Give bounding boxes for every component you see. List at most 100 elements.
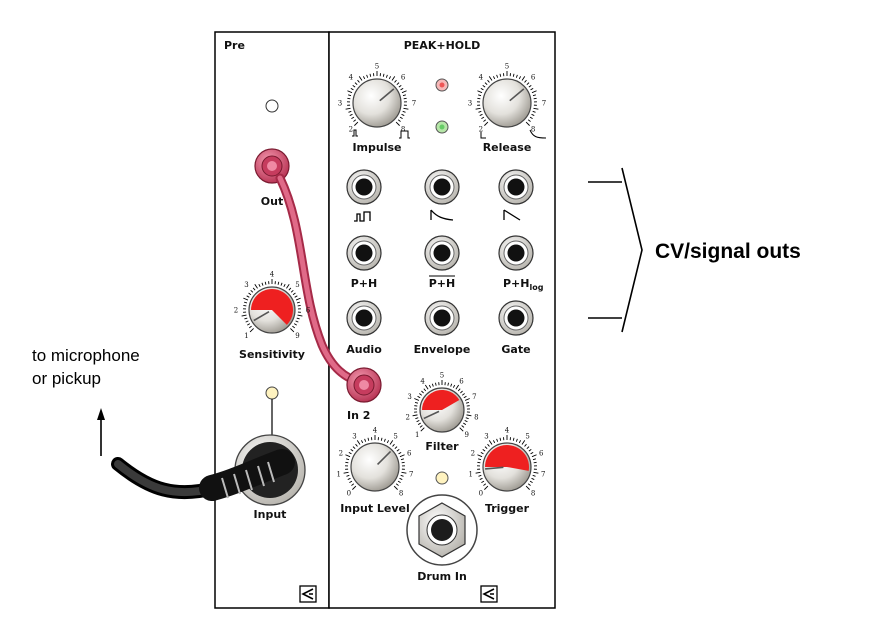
svg-text:9: 9 [465, 431, 469, 439]
in2-jack[interactable] [346, 367, 382, 403]
svg-text:4: 4 [505, 427, 510, 435]
peak-hold-logo-icon [480, 585, 498, 603]
svg-text:3: 3 [484, 433, 488, 441]
envelope-label: Envelope [414, 343, 471, 356]
output-jack-ramp[interactable] [498, 169, 534, 205]
svg-text:1: 1 [415, 431, 419, 439]
svg-text:1: 1 [244, 332, 248, 340]
svg-text:2: 2 [471, 449, 475, 457]
svg-text:4: 4 [270, 271, 275, 279]
svg-text:3: 3 [407, 393, 411, 401]
impulse-label: Impulse [352, 141, 401, 154]
svg-text:8: 8 [474, 413, 478, 421]
filter-label: Filter [425, 440, 459, 453]
output-jack-grid [346, 169, 534, 336]
release-knob[interactable]: 2 3 4 5 6 7 8 [468, 63, 546, 134]
source-annotation-line2: or pickup [32, 369, 101, 388]
svg-text:6: 6 [539, 449, 544, 457]
svg-text:2: 2 [479, 126, 483, 134]
svg-text:7: 7 [409, 471, 413, 479]
ramp-icon [503, 209, 521, 221]
peak-hold-title: PEAK+HOLD [404, 39, 481, 52]
trigger-label: Trigger [485, 502, 530, 515]
svg-text:2: 2 [349, 126, 353, 134]
svg-text:7: 7 [472, 393, 476, 401]
svg-text:0: 0 [479, 490, 483, 498]
svg-text:8: 8 [399, 490, 403, 498]
output-jack-pulse[interactable] [346, 169, 382, 205]
in2-label: In 2 [347, 409, 370, 422]
svg-text:3: 3 [338, 100, 342, 108]
output-brace [588, 167, 643, 333]
svg-text:1: 1 [336, 471, 340, 479]
svg-text:3: 3 [468, 100, 472, 108]
drum-in-jack[interactable] [406, 494, 478, 566]
gate-label: Gate [501, 343, 530, 356]
long-pulse-icon [399, 130, 410, 139]
trigger-led [435, 471, 449, 485]
output-jack-ph[interactable] [346, 235, 382, 271]
svg-text:4: 4 [420, 377, 425, 385]
short-release-icon [480, 132, 486, 139]
square-pulse-icon [354, 211, 371, 222]
svg-text:7: 7 [412, 100, 416, 108]
svg-text:5: 5 [375, 63, 379, 71]
svg-text:7: 7 [541, 471, 545, 479]
svg-text:6: 6 [531, 73, 536, 81]
release-label: Release [483, 141, 532, 154]
svg-text:5: 5 [295, 281, 299, 289]
cv-outs-annotation: CV/signal outs [655, 240, 801, 263]
svg-text:2: 2 [339, 449, 343, 457]
svg-text:9: 9 [295, 332, 299, 340]
output-jack-audio[interactable] [346, 300, 382, 336]
svg-text:4: 4 [479, 73, 484, 81]
pre-logo-icon [299, 585, 317, 603]
svg-text:4: 4 [373, 427, 378, 435]
svg-text:5: 5 [393, 433, 397, 441]
svg-text:6: 6 [407, 449, 412, 457]
svg-text:7: 7 [542, 100, 546, 108]
long-release-icon [529, 129, 547, 139]
svg-text:3: 3 [244, 281, 248, 289]
input-indicator-led [265, 386, 279, 400]
output-jack-ph-inverted[interactable] [424, 235, 460, 271]
svg-text:6: 6 [401, 73, 406, 81]
decay-envelope-icon [430, 209, 454, 221]
svg-text:2: 2 [234, 307, 238, 315]
svg-text:6: 6 [306, 307, 311, 315]
pre-indicator-led [265, 99, 279, 113]
svg-text:3: 3 [352, 433, 356, 441]
svg-text:0: 0 [347, 490, 351, 498]
svg-text:5: 5 [525, 433, 529, 441]
svg-text:5: 5 [440, 372, 444, 380]
pre-title: Pre [224, 39, 245, 52]
svg-text:8: 8 [531, 126, 535, 134]
impulse-knob[interactable]: 2 3 4 5 6 7 8 [338, 63, 416, 134]
out-label: Out [261, 195, 283, 208]
sensitivity-label: Sensitivity [239, 348, 305, 361]
drum-in-label: Drum In [417, 570, 467, 583]
up-arrow-icon [97, 408, 105, 456]
ph-log-output-label: P+Hlog [503, 277, 544, 292]
audio-label: Audio [346, 343, 382, 356]
sensitivity-knob[interactable]: 1 2 3 4 5 6 9 [234, 271, 311, 340]
input-level-label: Input Level [340, 502, 410, 515]
output-jack-envelope[interactable] [424, 300, 460, 336]
output-jack-decay[interactable] [424, 169, 460, 205]
ph-output-label: P+H [351, 277, 378, 290]
short-pulse-icon [352, 129, 358, 137]
svg-text:4: 4 [349, 73, 354, 81]
source-annotation-line1: to microphone [32, 346, 140, 365]
input-level-knob[interactable]: 0 1 2 3 4 5 6 7 8 [336, 427, 413, 498]
svg-text:8: 8 [401, 126, 405, 134]
microphone-cable[interactable] [111, 449, 295, 501]
svg-text:2: 2 [405, 413, 409, 421]
input-label: Input [254, 508, 287, 521]
output-jack-gate[interactable] [498, 300, 534, 336]
svg-text:5: 5 [505, 63, 509, 71]
ph-inverted-output-label: P+H [429, 277, 456, 290]
output-jack-ph-log[interactable] [498, 235, 534, 271]
